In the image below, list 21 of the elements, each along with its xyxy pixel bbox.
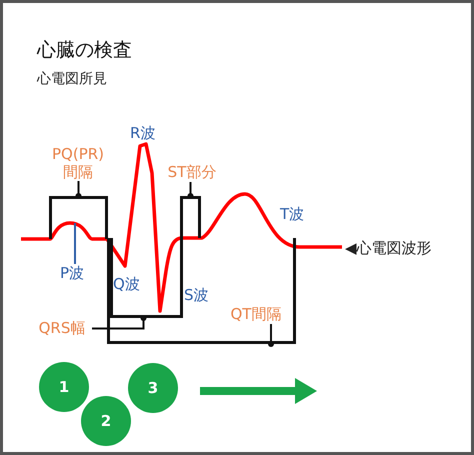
wave-label: Q波 <box>113 274 140 295</box>
interval-bracket <box>180 196 201 238</box>
interval-label: PQ(PR)間隔 <box>49 145 107 181</box>
title: 心臓の検査 <box>37 38 132 63</box>
subtitle: 心電図所見 <box>37 70 107 89</box>
wave-label: P波 <box>55 264 89 283</box>
interval-bracket <box>110 238 183 318</box>
leader-line <box>268 324 274 347</box>
wave-label: S波 <box>184 285 209 306</box>
leader-line <box>92 315 146 330</box>
leader-line <box>188 182 194 199</box>
interval-bracket <box>107 238 296 344</box>
interval-label: ST部分 <box>160 163 224 182</box>
wave-label: R波 <box>130 123 156 144</box>
wave-label: T波 <box>280 204 304 225</box>
interval-bracket <box>49 196 108 239</box>
interval-label: QT間隔 <box>221 305 291 324</box>
leader-line <box>76 181 82 199</box>
interval-label: QRS幅 <box>32 319 92 338</box>
leader-line <box>74 223 76 264</box>
waveform-label: ◀心電図波形 <box>345 238 432 259</box>
